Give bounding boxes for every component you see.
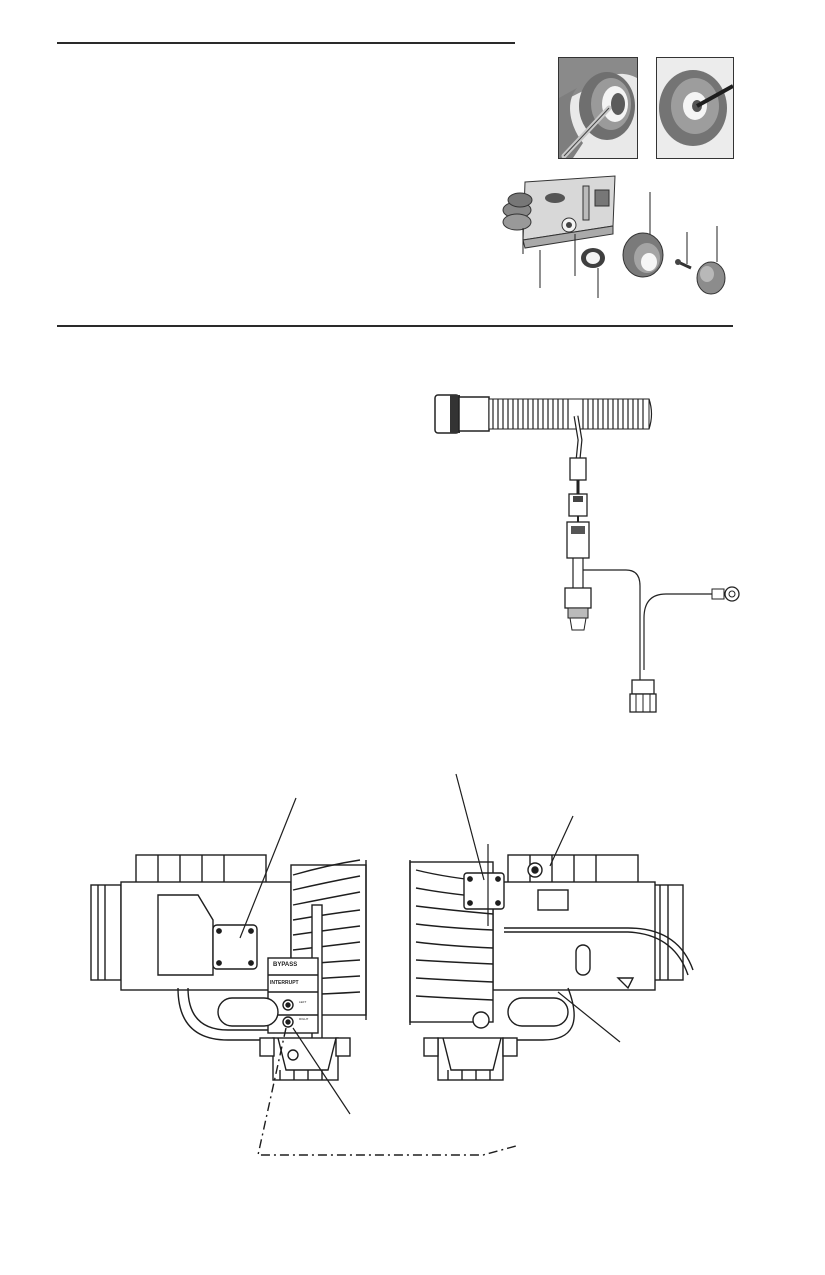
compressor-assembly-drawing	[88, 770, 698, 1165]
grommet-wire-photo	[656, 57, 734, 159]
panel-left-label: LEFT	[299, 1000, 307, 1004]
top-section-rule	[57, 42, 515, 44]
panel-interrupt-label: INTERRUPT	[270, 980, 299, 986]
panel-bypass-label: BYPASS	[273, 962, 298, 968]
panel-right-label: RIGHT	[299, 1017, 309, 1021]
gasket-removal-photo	[558, 57, 638, 159]
wiring-harness-drawing	[430, 390, 750, 720]
middle-section-rule	[57, 325, 733, 327]
exploded-bracket-drawing	[495, 170, 745, 305]
